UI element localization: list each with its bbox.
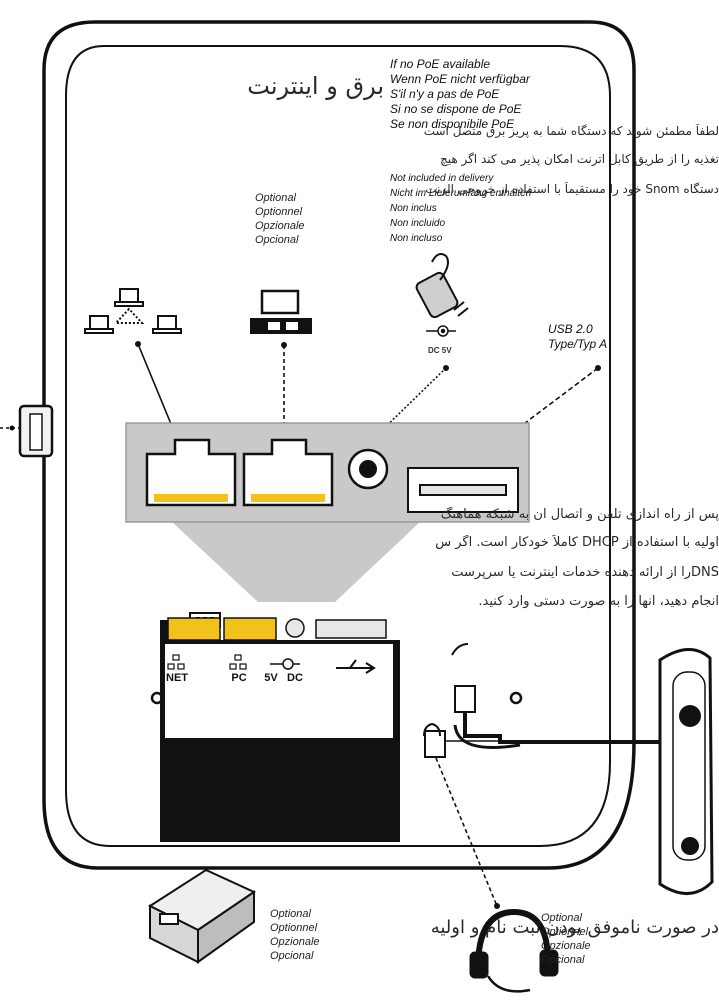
port-label-power-dc: DC	[287, 672, 303, 684]
adapter-rating: DC 5V	[428, 346, 452, 355]
port-label-net: NET	[166, 672, 188, 684]
optional-line: Optionnel	[270, 922, 318, 934]
setup-line: DNSرا از ارائه دهنده خدمات اینترنت یا سر…	[451, 565, 719, 580]
poe-line: S'il n'y a pas de PoE	[390, 87, 500, 101]
poe-line: Se non disponibile PoE	[390, 117, 515, 131]
usb-line: Type/Typ A	[548, 337, 608, 351]
power-adapter-icon	[415, 253, 469, 319]
computer-icon	[250, 289, 312, 334]
mount-hole-right	[509, 691, 523, 705]
delivery-line: Not included in delivery	[390, 173, 494, 184]
poe-line: If no PoE available	[390, 57, 491, 71]
failure-paragraph: در صورت ناموفق بودن ثبت نام و اولیه	[430, 917, 719, 938]
optional-line: Optionnel	[541, 926, 589, 938]
port-label-pc: PC	[231, 672, 247, 684]
headset	[469, 908, 559, 993]
optional-line: Optional	[255, 192, 296, 204]
delivery-line: Non inclus	[390, 203, 437, 214]
usb-line: USB 2.0	[548, 322, 593, 336]
optional-line: Opcional	[270, 950, 314, 962]
handset	[658, 648, 714, 895]
zoom-ethernet-ports	[145, 438, 334, 507]
delivery-line: Nicht im Lieferumfang enthalten	[390, 188, 532, 199]
connector-module	[160, 617, 400, 842]
intro-line: لطفاً مطمئن شوید که دستگاه شما به پریز ب…	[423, 124, 719, 138]
handset-cable	[453, 712, 686, 749]
port-label-power: 5V	[264, 672, 278, 684]
polarity-symbol	[426, 325, 456, 337]
delivery-line: Non incluso	[390, 233, 443, 244]
poe-injector	[147, 868, 257, 964]
optional-line: Optional	[541, 912, 582, 924]
intro-line: دستگاه Snom خود را مستقیماً با استفاده ا…	[425, 182, 719, 196]
magnifier-wedge	[172, 522, 420, 602]
setup-line: اولیه با استفاده از DHCP کاملاً خودکار ا…	[435, 535, 719, 550]
zoom-usb-port	[407, 467, 519, 513]
handset-jacks	[423, 643, 476, 758]
phone-body	[42, 20, 636, 870]
side-usb-port	[0, 404, 54, 458]
optional-line: Optional	[270, 908, 311, 920]
setup-line: انجام دهید، آنها را به صورت دستی وارد کن…	[478, 594, 719, 609]
usb-line: USB 2.0	[322, 754, 367, 768]
zoom-power-jack	[347, 448, 389, 490]
network-switch-icon	[84, 288, 182, 334]
section-heading: برق و اینترنت	[247, 72, 384, 100]
poe-line: Si no se dispone de PoE	[390, 102, 522, 116]
setup-line: پس از راه اندازی تلفن و اتصال آن به شبکه…	[440, 507, 719, 522]
usb-line: Type/Typ A	[322, 769, 382, 783]
optional-line: Opcional	[255, 234, 299, 246]
optional-line: Opzionale	[541, 940, 591, 952]
optional-line: Opcional	[541, 954, 585, 966]
intro-line: تغذیه را از طریق کابل اترنت امکان پذیر م…	[439, 152, 719, 166]
delivery-line: Non incluido	[390, 218, 446, 229]
optional-line: Opzionale	[270, 936, 320, 948]
poe-line: Wenn PoE nicht verfügbar	[390, 72, 530, 86]
optional-line: Opzionale	[255, 220, 305, 232]
optional-line: Optionnel	[255, 206, 303, 218]
